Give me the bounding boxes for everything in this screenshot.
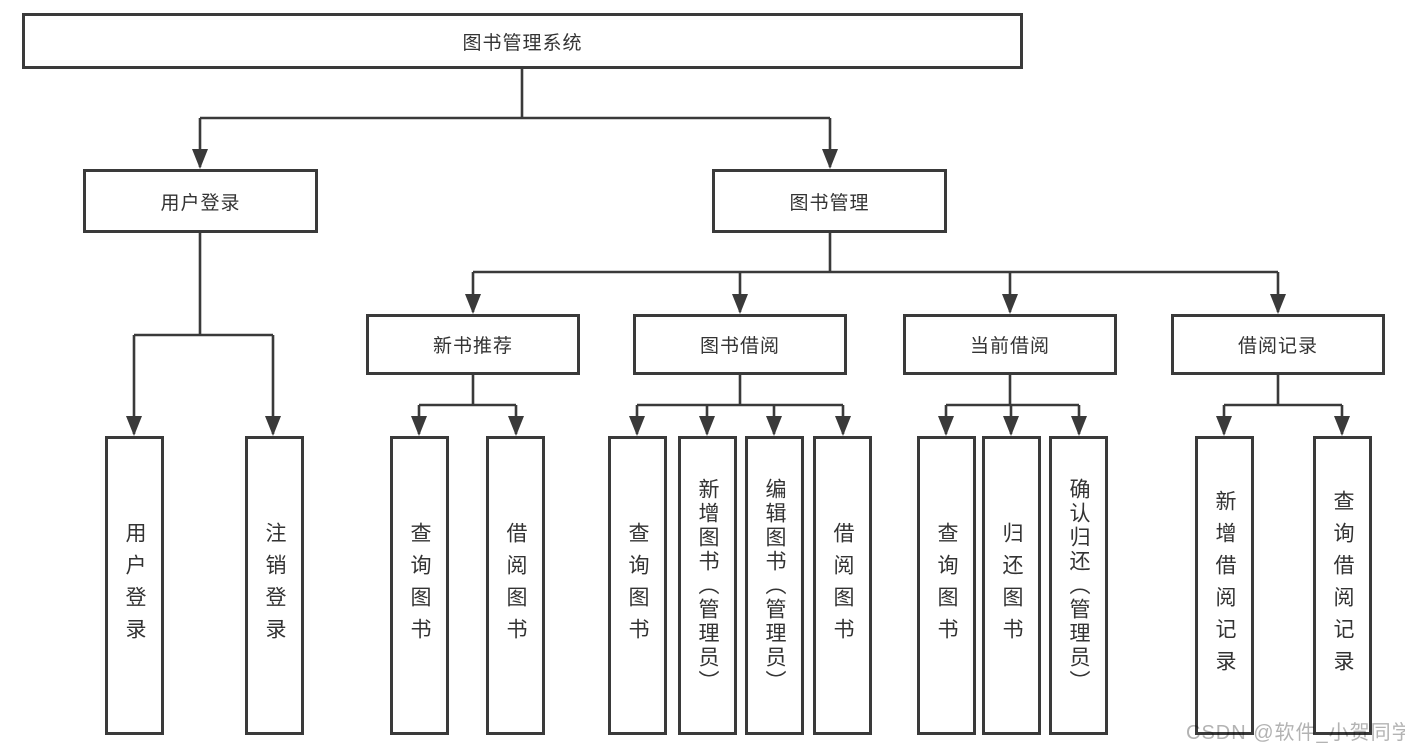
node-label: 新书推荐 bbox=[432, 336, 513, 357]
node-label: 当前借阅 bbox=[969, 336, 1050, 357]
leaf-label: 查询图书 bbox=[935, 521, 958, 650]
leaf-label: 新增借阅记录 bbox=[1213, 489, 1236, 682]
leaf-confirm-return-admin: 确认归还（管理员） bbox=[1049, 436, 1108, 735]
leaf-return-books: 归还图书 bbox=[982, 436, 1041, 735]
leaf-label: 查询图书 bbox=[626, 521, 649, 650]
node-book-management: 图书管理 bbox=[712, 169, 947, 233]
leaf-label: 借阅图书 bbox=[504, 521, 527, 650]
node-label: 图书管理 bbox=[789, 192, 870, 214]
leaf-label: 借阅图书 bbox=[831, 521, 854, 650]
leaf-add-borrow-record: 新增借阅记录 bbox=[1195, 436, 1254, 735]
node-label: 借阅记录 bbox=[1237, 336, 1318, 357]
leaf-query-books-1: 查询图书 bbox=[390, 436, 449, 735]
leaf-logout: 注销登录 bbox=[245, 436, 304, 735]
node-book-borrow: 图书借阅 bbox=[633, 314, 847, 375]
leaf-user-login: 用户登录 bbox=[105, 436, 164, 735]
node-label: 用户登录 bbox=[160, 192, 241, 214]
leaf-label: 确认归还（管理员） bbox=[1067, 477, 1090, 694]
leaf-label: 编辑图书（管理员） bbox=[763, 477, 786, 694]
leaf-label: 用户登录 bbox=[123, 521, 146, 650]
leaf-label: 归还图书 bbox=[1000, 521, 1023, 650]
leaf-label: 新增图书（管理员） bbox=[696, 477, 719, 694]
leaf-add-books-admin: 新增图书（管理员） bbox=[678, 436, 737, 735]
csdn-watermark: CSDN @软件_小贺同学 bbox=[1186, 722, 1405, 744]
node-library-system: 图书管理系统 bbox=[22, 13, 1023, 69]
node-current-borrow: 当前借阅 bbox=[903, 314, 1117, 375]
leaf-query-books-2: 查询图书 bbox=[608, 436, 667, 735]
node-label: 图书借阅 bbox=[699, 336, 780, 357]
leaf-borrow-books-2: 借阅图书 bbox=[813, 436, 872, 735]
leaf-edit-books-admin: 编辑图书（管理员） bbox=[745, 436, 804, 735]
node-borrow-records: 借阅记录 bbox=[1171, 314, 1385, 375]
leaf-label: 查询图书 bbox=[408, 521, 431, 650]
node-new-book-recommend: 新书推荐 bbox=[366, 314, 580, 375]
leaf-query-books-3: 查询图书 bbox=[917, 436, 976, 735]
leaf-label: 注销登录 bbox=[263, 521, 286, 650]
leaf-label: 查询借阅记录 bbox=[1331, 489, 1354, 682]
leaf-query-borrow-record: 查询借阅记录 bbox=[1313, 436, 1372, 735]
node-user-login: 用户登录 bbox=[83, 169, 318, 233]
leaf-borrow-books-1: 借阅图书 bbox=[486, 436, 545, 735]
node-label: 图书管理系统 bbox=[462, 32, 583, 54]
